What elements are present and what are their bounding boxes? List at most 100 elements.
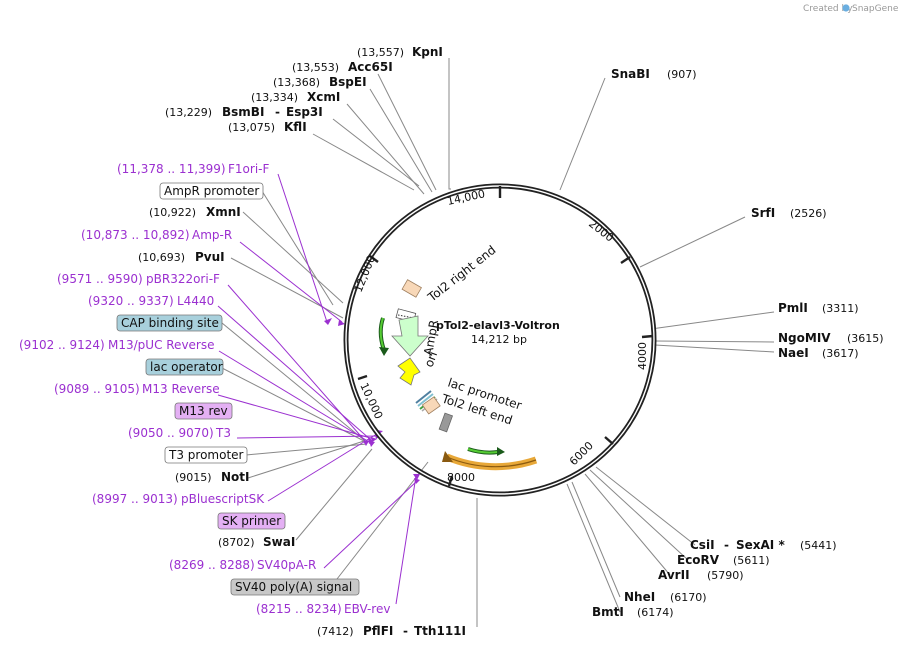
ampr-label: AmpR [421, 319, 441, 357]
enzyme-ecorv[interactable]: EcoRV [677, 553, 720, 567]
credit-prefix: Created by [803, 4, 853, 14]
enzyme-separator: - [724, 538, 729, 552]
primer-pbluescriptsk[interactable]: pBluescriptSK [181, 492, 265, 506]
enzyme-bmti[interactable]: BmtI [592, 605, 624, 619]
boxed-feature-labels: AmpR promoter CAP binding site lac opera… [116, 182, 360, 596]
primer-range: (9050 .. 9070) [128, 426, 214, 440]
orange-feature-arrowhead [442, 451, 453, 462]
enzyme-srfi[interactable]: SrfI [751, 206, 775, 220]
enzyme-position: (3615) [847, 332, 884, 345]
enzyme-position: (8702) [218, 536, 255, 549]
enzyme-position: (907) [667, 68, 697, 81]
tick-marks [357, 186, 654, 487]
primer-m13-reverse[interactable]: M13 Reverse [142, 382, 220, 396]
enzyme-separator: - [275, 105, 280, 119]
feature-t3-promoter[interactable]: T3 promoter [164, 446, 248, 464]
primer-labels: (11,378 .. 11,399) F1ori-F (10,873 .. 10… [19, 162, 390, 616]
primer-m13-puc-reverse[interactable]: M13/pUC Reverse [108, 338, 215, 352]
enzyme-position: (13,368) [273, 76, 320, 89]
enzyme-kfli[interactable]: KflI [284, 120, 307, 134]
ampr-arrow [391, 315, 429, 357]
credit-brand: SnapGene [852, 4, 899, 14]
enzyme-position: (13,334) [251, 91, 298, 104]
green-feature-arrowhead [497, 447, 505, 456]
enzyme-pvui[interactable]: PvuI [195, 250, 225, 264]
enzyme-position: (10,922) [149, 206, 196, 219]
enzyme-position: (13,553) [292, 61, 339, 74]
enzyme-esp3i[interactable]: Esp3I [286, 105, 323, 119]
tick-label: 8000 [447, 471, 475, 484]
enzyme-connectors [221, 58, 775, 627]
enzyme-naei[interactable]: NaeI [778, 346, 809, 360]
enzyme-sexai[interactable]: SexAI * [736, 538, 785, 552]
enzyme-bspei[interactable]: BspEI [329, 75, 367, 89]
enzyme-nhei[interactable]: NheI [624, 590, 655, 604]
enzyme-pmli[interactable]: PmlI [778, 301, 808, 315]
enzyme-acc65i[interactable]: Acc65I [348, 60, 393, 74]
enzyme-position: (5611) [733, 554, 770, 567]
enzyme-noti[interactable]: NotI [221, 470, 250, 484]
primer-ebv-rev[interactable]: EBV-rev [344, 602, 390, 616]
plasmid-length: 14,212 bp [471, 333, 527, 346]
enzyme-position: (9015) [175, 471, 212, 484]
feature-sk-primer[interactable]: SK primer [217, 512, 286, 530]
primer-range: (9102 .. 9124) [19, 338, 105, 352]
enzyme-position: (5441) [800, 539, 837, 552]
enzyme-snabi[interactable]: SnaBI [611, 67, 650, 81]
enzyme-xmni[interactable]: XmnI [206, 205, 241, 219]
snapgene-credit: Created by SnapGene [803, 4, 899, 14]
primer-sv40pa-r[interactable]: SV40pA-R [257, 558, 316, 572]
enzyme-bsmbi[interactable]: BsmBI [222, 105, 264, 119]
enzyme-pflfi[interactable]: PflFI [363, 624, 393, 638]
enzyme-position: (13,229) [165, 106, 212, 119]
feature-label: T3 promoter [168, 448, 244, 462]
sv40-polya-feature [438, 412, 454, 433]
enzyme-position: (13,075) [228, 121, 275, 134]
enzyme-csii[interactable]: CsiI [690, 538, 715, 552]
enzyme-position: (6174) [637, 606, 674, 619]
primer-amp-r[interactable]: Amp-R [192, 228, 232, 242]
tick-label: 12,000 [352, 254, 378, 295]
feature-m13-rev[interactable]: M13 rev [174, 402, 233, 420]
orange-feature-arc-core [446, 456, 537, 468]
primer-range: (9089 .. 9105) [54, 382, 140, 396]
primer-l4440[interactable]: L4440 [177, 294, 214, 308]
tick-label: 4000 [636, 342, 649, 370]
primer-connectors [217, 173, 418, 605]
tol2-right-end-feature [401, 279, 422, 298]
feature-ampr-promoter[interactable]: AmpR promoter [159, 182, 264, 200]
primer-f1ori-f[interactable]: F1ori-F [228, 162, 269, 176]
cap-site-mark [415, 390, 432, 404]
enzyme-separator: - [403, 624, 408, 638]
enzyme-position: (3311) [822, 302, 859, 315]
feature-sv40-polya-signal[interactable]: SV40 poly(A) signal [230, 578, 360, 596]
primer-range: (9320 .. 9337) [88, 294, 174, 308]
enzyme-position: (6170) [670, 591, 707, 604]
enzyme-position: (7412) [317, 625, 354, 638]
enzyme-tth111i[interactable]: Tth111I [414, 624, 466, 638]
feature-cap-binding-site[interactable]: CAP binding site [116, 314, 223, 332]
ori-label: ori [422, 350, 440, 369]
feature-label: M13 rev [179, 404, 228, 418]
enzyme-position: (13,557) [357, 46, 404, 59]
feature-lac-operator[interactable]: lac operator [145, 358, 224, 376]
enzyme-swai[interactable]: SwaI [263, 535, 295, 549]
enzyme-avrii[interactable]: AvrII [658, 568, 690, 582]
enzyme-position: (10,693) [138, 251, 185, 264]
primer-range: (8215 .. 8234) [256, 602, 342, 616]
tol2-right-label: Tol2 right end [424, 243, 498, 305]
enzyme-labels: (13,557) KpnI (13,553) Acc65I (13,368) B… [138, 45, 884, 638]
feature-label: lac operator [150, 360, 223, 374]
primer-pbr322ori-f[interactable]: pBR322ori-F [146, 272, 220, 286]
primer-range: (11,378 .. 11,399) [117, 162, 226, 176]
primer-t3[interactable]: T3 [215, 426, 231, 440]
primer-range: (9571 .. 9590) [57, 272, 143, 286]
enzyme-kpni[interactable]: KpnI [412, 45, 443, 59]
feature-label: CAP binding site [121, 316, 219, 330]
enzyme-xcmi[interactable]: XcmI [307, 90, 340, 104]
primer-range: (10,873 .. 10,892) [81, 228, 190, 242]
enzyme-ngomiv[interactable]: NgoMIV [778, 331, 831, 345]
lac-operator-mark [417, 393, 434, 407]
enzyme-position: (2526) [790, 207, 827, 220]
